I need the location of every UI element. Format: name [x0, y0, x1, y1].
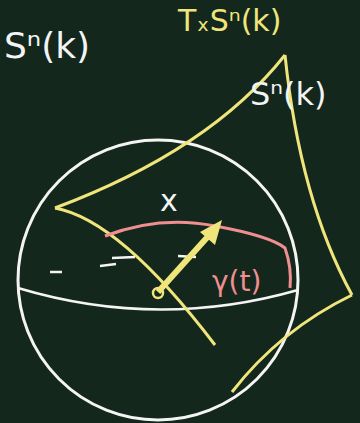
math-label: Sⁿ(k) — [4, 28, 90, 64]
equator-back-dashes — [50, 256, 196, 272]
tangent-plane-edge — [232, 295, 352, 392]
sphere-outline — [18, 140, 298, 420]
base-point — [153, 288, 163, 298]
math-label: Sⁿ(k) — [250, 78, 327, 110]
tangent-vector — [158, 232, 212, 292]
math-label: TₓSⁿ(k) — [178, 6, 281, 36]
tangent-plane-edge — [55, 208, 215, 345]
arrow-head — [200, 220, 222, 245]
curve-gamma — [105, 222, 290, 288]
math-label: x — [160, 186, 178, 216]
math-label: γ(t) — [212, 268, 261, 296]
